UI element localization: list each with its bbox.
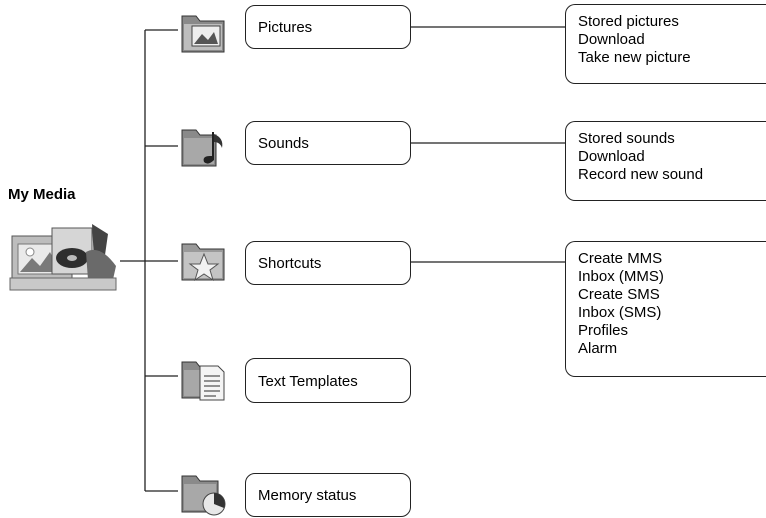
submenu-item[interactable]: Stored pictures	[578, 13, 679, 30]
submenu-item[interactable]: Inbox (SMS)	[578, 304, 662, 321]
submenu-sounds: Stored sounds Download Record new sound	[565, 121, 766, 201]
folder-pie-chart-icon	[181, 475, 226, 516]
submenu-item[interactable]: Create SMS	[578, 286, 660, 303]
media-collage-icon	[9, 224, 117, 291]
folder-star-icon	[181, 243, 225, 282]
submenu-pictures: Stored pictures Download Take new pictur…	[565, 4, 766, 84]
folder-document-icon	[181, 361, 225, 401]
folder-music-note-icon	[181, 129, 223, 167]
menu-item-shortcuts[interactable]: Shortcuts	[245, 241, 411, 285]
menu-item-sounds[interactable]: Sounds	[245, 121, 411, 165]
submenu-item[interactable]: Take new picture	[578, 49, 691, 66]
submenu-item[interactable]: Alarm	[578, 340, 618, 357]
submenu-item[interactable]: Record new sound	[578, 166, 704, 183]
submenu-item[interactable]: Inbox (MMS)	[578, 268, 664, 285]
submenu-item[interactable]: Create MMS	[578, 250, 663, 267]
submenu-item[interactable]: Stored sounds	[578, 130, 675, 147]
menu-item-memory-status[interactable]: Memory status	[245, 473, 411, 517]
submenu-item[interactable]: Download	[578, 31, 645, 48]
submenu-shortcuts: Create MMS Inbox (MMS) Create SMS Inbox …	[565, 241, 766, 377]
submenu-item[interactable]: Profiles	[578, 322, 629, 339]
menu-item-pictures[interactable]: Pictures	[245, 5, 411, 49]
menu-item-text-templates[interactable]: Text Templates	[245, 358, 411, 403]
submenu-item[interactable]: Download	[578, 148, 645, 165]
folder-picture-icon	[181, 15, 225, 53]
root-title: My Media	[8, 186, 76, 203]
